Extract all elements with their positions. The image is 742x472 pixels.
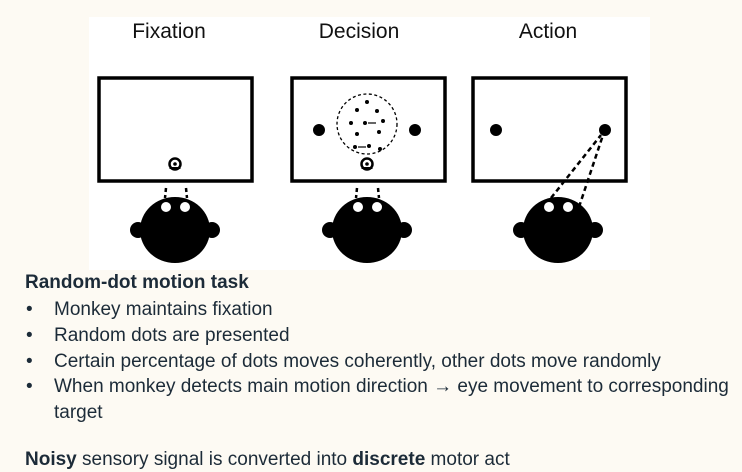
decision-gaze-right <box>376 187 381 199</box>
task-diagram: Fixation Decision Action <box>89 17 650 270</box>
bullet-icon: • <box>26 376 33 398</box>
random-dots <box>349 100 385 151</box>
stage-title-action: Action <box>519 20 577 43</box>
stage-title-decision: Decision <box>319 20 400 43</box>
conclusion-statement: Noisy sensory signal is converted into d… <box>25 449 510 471</box>
fixation-point-icon <box>168 157 182 171</box>
stage-title-fixation: Fixation <box>132 20 206 43</box>
chosen-target <box>599 124 611 136</box>
conclusion-emphasis-discrete: discrete <box>352 449 426 470</box>
list-item: • When monkey detects main motion direct… <box>25 374 742 426</box>
action-stage <box>471 76 628 263</box>
saccade-line-right <box>577 134 605 208</box>
list-item: • Certain percentage of dots moves coher… <box>25 349 742 375</box>
bullet-text: Monkey maintains fixation <box>54 299 273 320</box>
monkey-head-icon <box>322 197 412 263</box>
fixation-gaze-right <box>184 187 189 199</box>
task-diagram-svg: Fixation Decision Action <box>97 20 628 263</box>
left-target <box>490 124 502 136</box>
list-item: • Random dots are presented <box>25 323 742 349</box>
bullet-text: Certain percentage of dots moves coheren… <box>54 350 661 372</box>
bullet-text: Random dots are presented <box>54 324 290 346</box>
monkey-head-icon <box>130 197 220 263</box>
list-item: • Monkey maintains fixation <box>25 297 742 323</box>
decision-gaze-left <box>354 187 359 199</box>
decision-stage <box>290 76 447 263</box>
bullet-icon: • <box>26 299 33 320</box>
left-target <box>313 124 325 136</box>
fixation-stage <box>97 76 254 263</box>
fixation-gaze-left <box>163 187 168 199</box>
fixation-point-icon <box>360 157 374 171</box>
random-dot-aperture <box>336 93 398 155</box>
bullet-icon: • <box>26 324 33 346</box>
task-title: Random-dot motion task <box>25 272 249 293</box>
bullet-text: When monkey detects main motion directio… <box>54 376 729 424</box>
saccade-line-left <box>550 134 602 199</box>
conclusion-emphasis-noisy: Noisy <box>25 449 77 470</box>
monkey-head-icon <box>513 197 603 263</box>
conclusion-text: sensory signal is converted into <box>76 449 353 470</box>
conclusion-text-end: motor act <box>425 449 510 470</box>
task-bullet-list: • Monkey maintains fixation • Random dot… <box>25 297 742 426</box>
bullet-icon: • <box>26 350 33 372</box>
right-target <box>409 124 421 136</box>
